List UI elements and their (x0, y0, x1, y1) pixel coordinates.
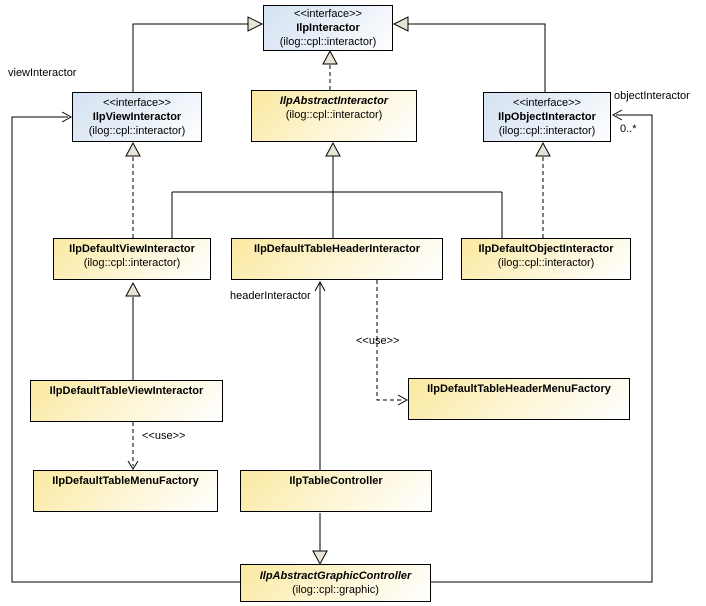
class-name: IlpObjectInteractor (498, 111, 596, 123)
class-box-ilpviewinteractor[interactable]: <<interface>> IlpViewInteractor (ilog::c… (72, 92, 202, 142)
class-name: IlpDefaultTableHeaderInteractor (253, 243, 421, 255)
class-name: IlpDefaultTableViewInteractor (49, 385, 204, 397)
generalization-arrowhead-icon (322, 49, 338, 65)
class-name: IlpDefaultTableMenuFactory (52, 475, 199, 487)
edge-use-defaulttableviewinteractor-to-defaulttablemenufactory (127, 422, 139, 470)
generalization-arrowhead-icon (125, 281, 141, 297)
edge-realization-defaultobjectinteractor-to-objectinteractor (535, 141, 551, 238)
class-package: (ilog::cpl::interactor) (285, 109, 383, 121)
class-box-ilpdefaulttableheadermenufactory[interactable]: IlpDefaultTableHeaderMenuFactory (408, 378, 630, 420)
class-stereotype: <<interface>> (294, 8, 362, 20)
generalization-arrowhead-icon (535, 141, 551, 157)
multiplicity-label: 0..* (620, 123, 637, 135)
edge-generalization-subclasses-to-abstractinteractor (171, 141, 503, 238)
role-label-headerinteractor: headerInteractor (230, 290, 311, 302)
open-arrowhead-icon (127, 460, 139, 470)
class-box-ilpdefaultviewinteractor[interactable]: IlpDefaultViewInteractor (ilog::cpl::int… (53, 238, 211, 280)
class-name: IlpTableController (289, 475, 383, 487)
class-name: IlpInteractor (296, 22, 360, 34)
generalization-arrowhead-icon (325, 141, 341, 157)
generalization-arrowhead-icon (125, 141, 141, 157)
class-box-ilpdefaulttableviewinteractor[interactable]: IlpDefaultTableViewInteractor (30, 380, 223, 422)
stereotype-label-use-header: <<use>> (356, 335, 400, 347)
open-arrowhead-icon (314, 280, 326, 292)
generalization-arrowhead-icon (247, 16, 264, 32)
edge-generalization-tablecontroller-to-abstractgraphiccontroller (312, 513, 328, 566)
class-box-ilpabstractgraphiccontroller[interactable]: IlpAbstractGraphicController (ilog::cpl:… (240, 564, 431, 602)
class-package: (ilog::cpl::interactor) (279, 36, 377, 48)
class-box-ilpdefaulttableheaderinteractor[interactable]: IlpDefaultTableHeaderInteractor (231, 238, 443, 280)
open-arrowhead-icon (61, 111, 73, 123)
class-name: IlpAbstractInteractor (279, 95, 389, 107)
generalization-arrowhead-icon (392, 16, 409, 32)
edge-association-graphiccontroller-to-viewinteractor (11, 111, 240, 583)
edge-generalization-viewinteractor-to-interactor (132, 16, 264, 92)
role-label-viewinteractor: viewInteractor (8, 67, 77, 79)
class-box-ilpobjectinteractor[interactable]: <<interface>> IlpObjectInteractor (ilog:… (483, 92, 611, 142)
class-box-ilpinteractor[interactable]: <<interface>> IlpInteractor (ilog::cpl::… (263, 5, 393, 51)
class-name: IlpDefaultObjectInteractor (478, 243, 614, 255)
class-package: (ilog::cpl::interactor) (497, 257, 595, 269)
open-arrowhead-icon (611, 109, 623, 121)
class-name: IlpDefaultViewInteractor (69, 243, 195, 255)
edge-realization-defaultviewinteractor-to-viewinteractor (125, 141, 141, 238)
edge-generalization-objectinteractor-to-interactor (392, 16, 546, 92)
edge-generalization-defaulttableviewinteractor-to-defaultviewinteractor (125, 281, 141, 380)
stereotype-label-use-table: <<use>> (142, 430, 186, 442)
open-arrowhead-icon (397, 394, 409, 406)
edge-association-graphiccontroller-to-objectinteractor (430, 109, 653, 583)
class-box-ilpdefaulttablemenufactory[interactable]: IlpDefaultTableMenuFactory (33, 470, 218, 512)
class-package: (ilog::cpl::interactor) (88, 125, 186, 137)
role-label-objectinteractor: objectInteractor (614, 90, 690, 102)
class-box-ilpdefaultobjectinteractor[interactable]: IlpDefaultObjectInteractor (ilog::cpl::i… (461, 238, 631, 280)
class-box-ilptablecontroller[interactable]: IlpTableController (240, 470, 432, 512)
edge-association-tablecontroller-to-defaulttableheaderinteractor (314, 280, 326, 470)
class-package: (ilog::cpl::interactor) (83, 257, 181, 269)
class-package: (ilog::cpl::interactor) (498, 125, 596, 137)
class-name: IlpViewInteractor (92, 111, 182, 123)
class-name: IlpAbstractGraphicController (259, 570, 412, 582)
edge-realization-abstractinteractor-to-interactor (322, 49, 338, 90)
class-stereotype: <<interface>> (103, 97, 171, 109)
class-stereotype: <<interface>> (513, 97, 581, 109)
generalization-arrowhead-icon (312, 550, 328, 566)
class-name: IlpDefaultTableHeaderMenuFactory (427, 383, 611, 395)
edge-use-defaulttableheaderinteractor-to-menufactory (376, 280, 409, 406)
class-box-ilpabstractinteractor[interactable]: IlpAbstractInteractor (ilog::cpl::intera… (251, 90, 417, 142)
class-package: (ilog::cpl::graphic) (292, 584, 379, 596)
